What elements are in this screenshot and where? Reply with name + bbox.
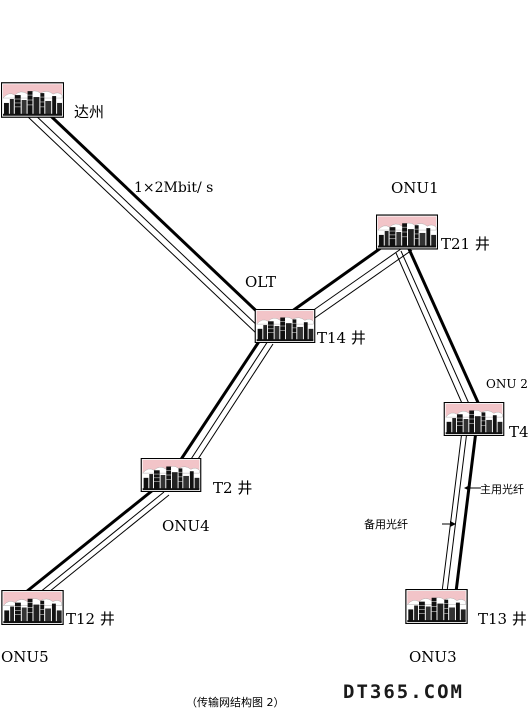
role-label-onu2: ONU 2	[486, 377, 528, 391]
site-label-onu5: T12 井	[66, 610, 115, 628]
role-label-onu3: ONU3	[409, 648, 457, 666]
site-label-dazhou: 达州	[74, 103, 104, 121]
site-label-onu4: T2 井	[213, 479, 252, 497]
role-label-onu1: ONU1	[391, 179, 439, 197]
backup-fiber-arrow	[442, 521, 456, 527]
role-label-onu5: ONU5	[1, 648, 49, 666]
link-olt-onu4	[172, 336, 274, 480]
site-icon-onu4	[140, 458, 202, 492]
link-onu4-onu5	[25, 484, 170, 601]
site-label-onu1: T21 井	[441, 235, 490, 253]
site-icon-onu2	[443, 402, 505, 436]
site-label-olt: T14 井	[317, 329, 366, 347]
site-icon-onu3	[405, 589, 468, 624]
diagram-caption: （传输网结构图 2）	[186, 695, 285, 709]
role-label-onu4: ONU4	[162, 517, 210, 535]
link-capacity-label: 1×2Mbit/ s	[134, 180, 213, 196]
main-fiber-arrow	[464, 485, 481, 491]
link-onu2-onu3	[440, 430, 478, 601]
site-icon-onu1	[376, 214, 438, 250]
site-icon-onu5	[1, 590, 64, 625]
role-label-olt: OLT	[245, 273, 276, 291]
link-onu1-onu2	[395, 248, 487, 419]
site-label-onu2: T4	[509, 423, 529, 441]
site-label-onu3: T13 井	[478, 610, 527, 628]
watermark: DT365.COM	[343, 681, 464, 703]
site-icon-dazhou	[1, 82, 64, 118]
main-fiber-label: 主用光纤	[480, 482, 524, 496]
link-dazhou-olt	[26, 100, 270, 335]
backup-fiber-label: 备用光纤	[364, 517, 408, 531]
site-icon-olt	[254, 309, 316, 343]
